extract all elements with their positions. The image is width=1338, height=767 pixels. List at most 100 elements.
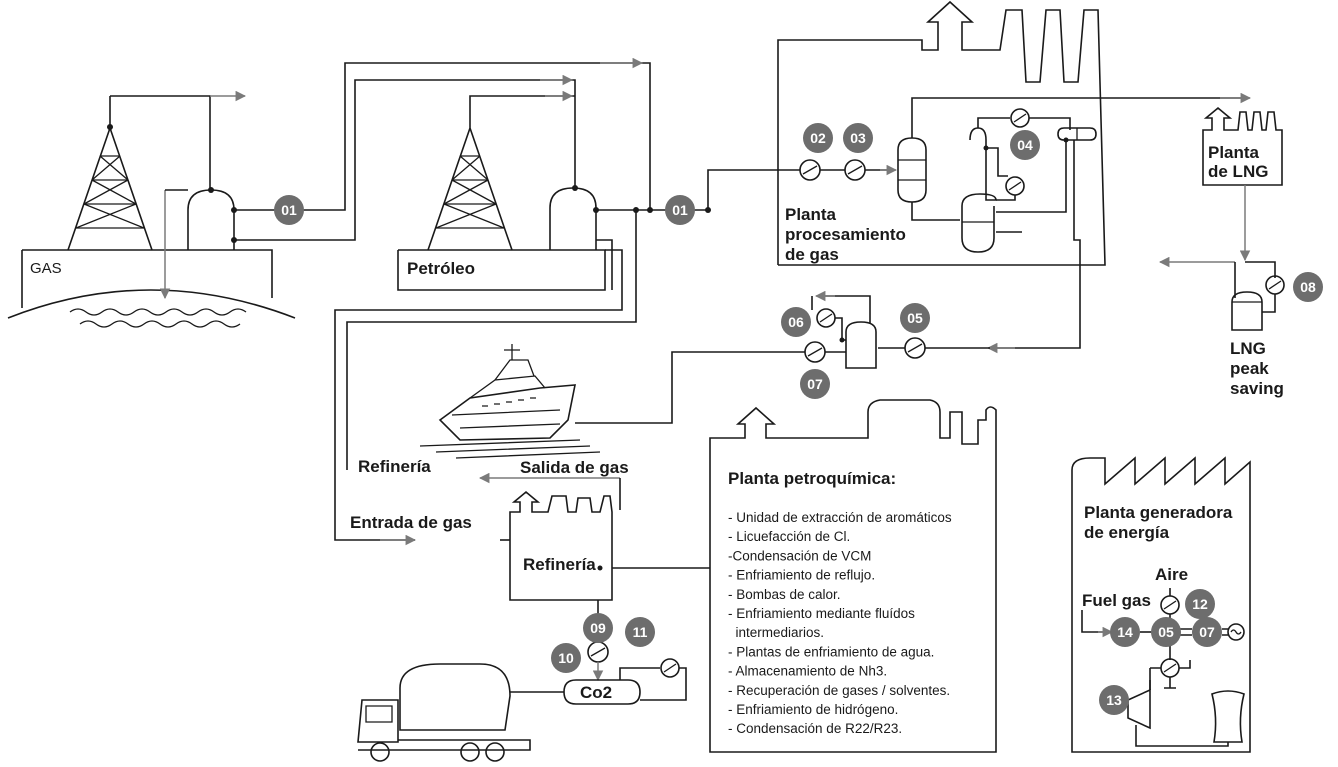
label-lng-peak-2: peak (1230, 359, 1269, 378)
svg-text:02: 02 (810, 130, 826, 146)
svg-text:10: 10 (558, 650, 574, 666)
cooling-tower-icon (1211, 690, 1245, 743)
badge-01a: 01 (274, 195, 304, 225)
badge-03: 03 (843, 123, 873, 153)
svg-text:01: 01 (281, 202, 297, 218)
badge-05a: 05 (900, 303, 930, 333)
petrochem-list-item: - Enfriamiento de hidrógeno. (728, 702, 898, 717)
svg-text:11: 11 (633, 624, 648, 640)
label-lng-2: de LNG (1208, 162, 1268, 181)
badge-08: 08 (1293, 272, 1323, 302)
badge-13: 13 (1099, 685, 1129, 715)
refinery-outline (509, 490, 613, 601)
petrochem-list-item: - Enfriamiento mediante fluídos (728, 606, 915, 621)
label-planta-proc-2: procesamiento (785, 225, 906, 244)
pipes (107, 57, 898, 546)
petrochem-list-item: - Condensación de R22/R23. (728, 721, 902, 736)
petrochem-list-item: - Licuefacción de Cl. (728, 529, 850, 544)
label-entrada-gas: Entrada de gas (350, 513, 472, 532)
lng-plant: Planta de LNG LNG peak saving (1158, 106, 1285, 398)
petrochem-outline (709, 399, 997, 753)
badge-11: 11 (625, 617, 655, 647)
gas-vessel-icon (897, 137, 927, 203)
co2-tank-icon (563, 679, 641, 705)
petrochem-list-item: - Unidad de extracción de aromáticos (728, 510, 952, 525)
label-aire: Aire (1155, 565, 1188, 584)
petrochem-list-item: - Plantas de enfriamiento de agua. (728, 644, 934, 659)
petrochem-list-item: -Condensación de VCM (728, 548, 871, 563)
petrochem-list-item: - Enfriamiento de reflujo. (728, 568, 875, 583)
petrochem-list-item: - Bombas de calor. (728, 587, 841, 602)
svg-text:06: 06 (788, 314, 804, 330)
svg-text:03: 03 (850, 130, 866, 146)
badge-10: 10 (551, 643, 581, 673)
label-fuel-gas: Fuel gas (1082, 591, 1151, 610)
ship-icon (419, 344, 601, 459)
gas-derrick-icon (67, 96, 153, 251)
svg-text:12: 12 (1192, 596, 1208, 612)
svg-text:08: 08 (1300, 279, 1316, 295)
exchanger-02-icon (799, 159, 821, 181)
lng-plant-outline (1202, 106, 1283, 186)
svg-text:13: 13 (1106, 692, 1122, 708)
badges: 01 01 02 03 04 05 06 07 08 09 10 11 12 1… (274, 123, 1323, 715)
gas-field: GAS (7, 96, 296, 328)
badge-07a: 07 (800, 369, 830, 399)
oil-field: Petróleo (397, 110, 606, 291)
label-planta-proc-3: de gas (785, 245, 839, 264)
petrochem-list-item: intermediarios. (728, 625, 824, 640)
label-petroquimica: Planta petroquímica: (728, 469, 896, 488)
refinery: Refinería Salida de gas Entrada de gas R… (350, 457, 710, 682)
reflux-drum-icon (1057, 127, 1097, 141)
oil-ground-box (397, 249, 606, 291)
label-lng-peak-3: saving (1230, 379, 1284, 398)
badge-02: 02 (803, 123, 833, 153)
petrochem-list-item: - Almacenamiento de Nh3. (728, 664, 887, 679)
gas-processing-plant: Planta procesamiento de gas (777, 0, 1252, 354)
power-plant: Planta generadora de energía Aire Fuel g… (1071, 456, 1251, 753)
gas-ground-box (22, 249, 273, 298)
gas-plant-outline (777, 0, 1106, 266)
badge-06: 06 (781, 307, 811, 337)
gas-ground-arc (7, 289, 296, 319)
svg-text:07: 07 (1199, 624, 1215, 640)
label-petroleo: Petróleo (407, 259, 475, 278)
gas-separator-icon (187, 189, 235, 250)
badge-07b: 07 (1192, 617, 1222, 647)
petrochem-list-item: - Recuperación de gases / solventes. (728, 683, 950, 698)
label-lng-1: Planta (1208, 143, 1260, 162)
svg-text:05: 05 (907, 310, 923, 326)
label-lng-peak-1: LNG (1230, 339, 1266, 358)
oil-derrick-icon (427, 110, 513, 251)
badge-09: 09 (583, 613, 613, 643)
badge-04: 04 (1010, 130, 1040, 160)
truck-icon (357, 663, 531, 762)
lng-tank-icon (1231, 291, 1263, 331)
badge-05b: 05 (1151, 617, 1181, 647)
label-energia-2: de energía (1084, 523, 1170, 542)
label-energia-1: Planta generadora (1084, 503, 1233, 522)
badge-12: 12 (1185, 589, 1215, 619)
svg-text:05: 05 (1158, 624, 1174, 640)
badge-01b: 01 (665, 195, 695, 225)
svg-text:07: 07 (807, 376, 823, 392)
label-co2: Co2 (580, 683, 612, 702)
petrochemical-plant: Planta petroquímica: - Unidad de extracc… (709, 399, 997, 753)
turbine-icon (1127, 688, 1151, 730)
co2-section: Co2 (357, 658, 687, 762)
svg-text:04: 04 (1017, 137, 1033, 153)
label-refineria-box: Refinería (523, 555, 596, 574)
label-refineria-top: Refinería (358, 457, 431, 476)
generator-icon (1227, 623, 1245, 641)
ship-vessel-icon (845, 321, 877, 369)
svg-text:09: 09 (590, 620, 606, 636)
label-salida-gas: Salida de gas (520, 458, 629, 477)
petrochem-list: - Unidad de extracción de aromáticos - Li… (728, 510, 952, 736)
svg-text:01: 01 (672, 202, 688, 218)
exchanger-03-icon (844, 159, 866, 181)
oil-separator-icon (549, 187, 597, 250)
gas-column-icon (961, 127, 997, 253)
ship-section (419, 290, 990, 459)
